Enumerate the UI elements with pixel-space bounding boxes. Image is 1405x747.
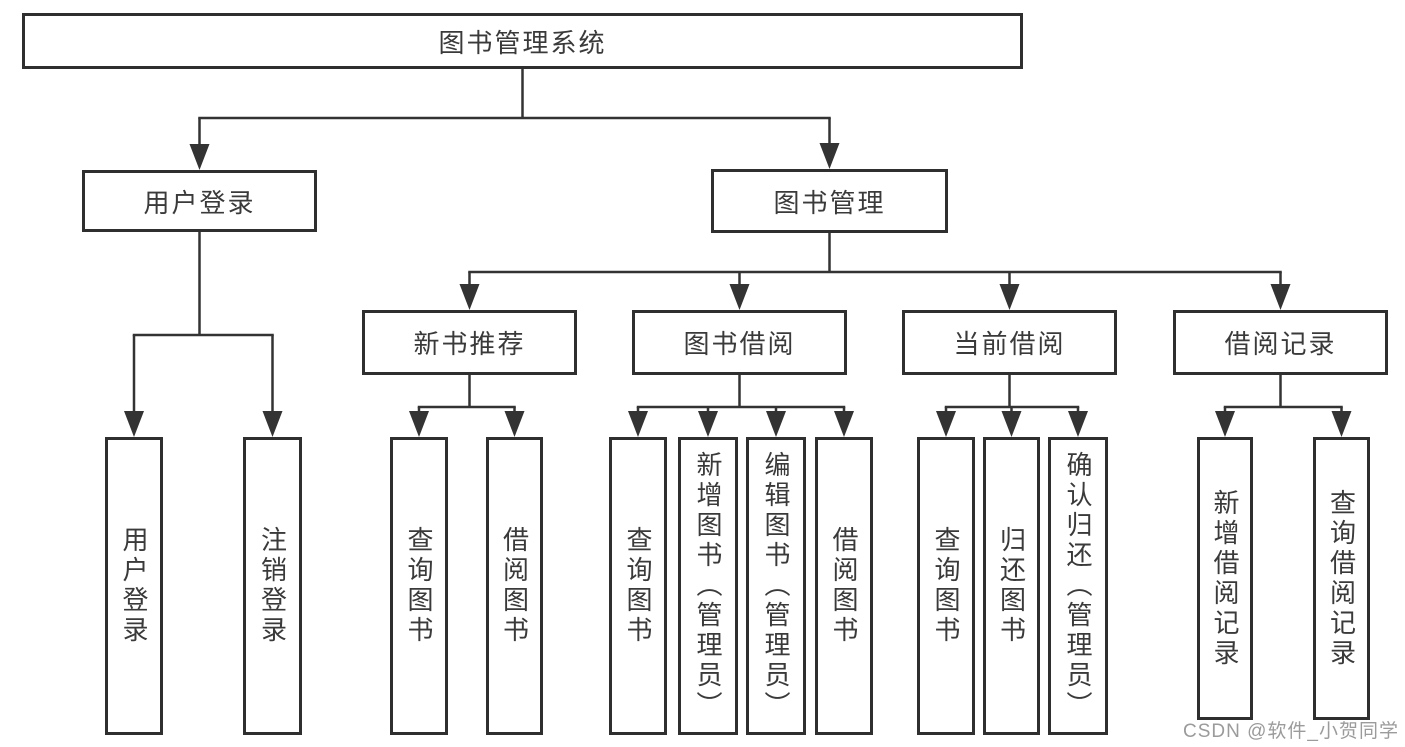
leaf-cb-query-books: 查询图书 [917, 437, 975, 735]
leaf-br-query-record-label: 查询借阅记录 [1326, 488, 1357, 669]
node-new-book-recommend-label: 新书推荐 [413, 329, 526, 359]
leaf-cb-confirm-return-admin: 确认归还（管理员） [1048, 437, 1108, 735]
leaf-bb-add-book-admin-label: 新增图书（管理员） [693, 451, 723, 721]
node-current-borrow-label: 当前借阅 [953, 329, 1066, 359]
leaf-nb-borrow-books-label: 借阅图书 [499, 526, 530, 646]
leaf-nb-query-books-label: 查询图书 [404, 526, 434, 646]
node-user-login-label: 用户登录 [143, 187, 256, 218]
node-book-management: 图书管理 [711, 169, 948, 233]
node-user-login: 用户登录 [82, 170, 317, 232]
leaf-bb-query-books: 查询图书 [609, 437, 667, 735]
leaf-bb-query-books-label: 查询图书 [623, 526, 653, 646]
node-borrow-records: 借阅记录 [1173, 310, 1388, 375]
leaf-logout: 注销登录 [243, 437, 302, 735]
leaf-br-add-record-label: 新增借阅记录 [1210, 488, 1240, 669]
leaf-bb-edit-book-admin-label: 编辑图书（管理员） [761, 451, 791, 721]
leaf-br-add-record: 新增借阅记录 [1197, 437, 1253, 720]
leaf-br-query-record: 查询借阅记录 [1313, 437, 1370, 720]
csdn-watermark: CSDN @软件_小贺同学 [1183, 721, 1399, 742]
node-root-label: 图书管理系统 [438, 27, 607, 58]
node-book-borrow-label: 图书借阅 [683, 329, 796, 359]
leaf-bb-borrow-books-label: 借阅图书 [829, 526, 859, 646]
leaf-bb-add-book-admin: 新增图书（管理员） [678, 437, 738, 735]
leaf-bb-edit-book-admin: 编辑图书（管理员） [746, 437, 806, 735]
leaf-user-login-label: 用户登录 [119, 526, 149, 646]
leaf-cb-return-books: 归还图书 [983, 437, 1040, 735]
leaf-logout-label: 注销登录 [257, 526, 288, 646]
leaf-nb-query-books: 查询图书 [390, 437, 448, 735]
leaf-nb-borrow-books: 借阅图书 [486, 437, 543, 735]
leaf-cb-query-books-label: 查询图书 [931, 526, 961, 646]
node-current-borrow: 当前借阅 [902, 310, 1117, 375]
node-book-management-label: 图书管理 [773, 187, 886, 218]
node-book-borrow: 图书借阅 [632, 310, 847, 375]
leaf-cb-confirm-return-admin-label: 确认归还（管理员） [1063, 451, 1093, 721]
leaf-user-login: 用户登录 [105, 437, 163, 735]
leaf-bb-borrow-books: 借阅图书 [815, 437, 873, 735]
node-root: 图书管理系统 [22, 13, 1023, 69]
node-borrow-records-label: 借阅记录 [1224, 329, 1337, 359]
leaf-cb-return-books-label: 归还图书 [996, 526, 1027, 646]
node-new-book-recommend: 新书推荐 [362, 310, 577, 375]
